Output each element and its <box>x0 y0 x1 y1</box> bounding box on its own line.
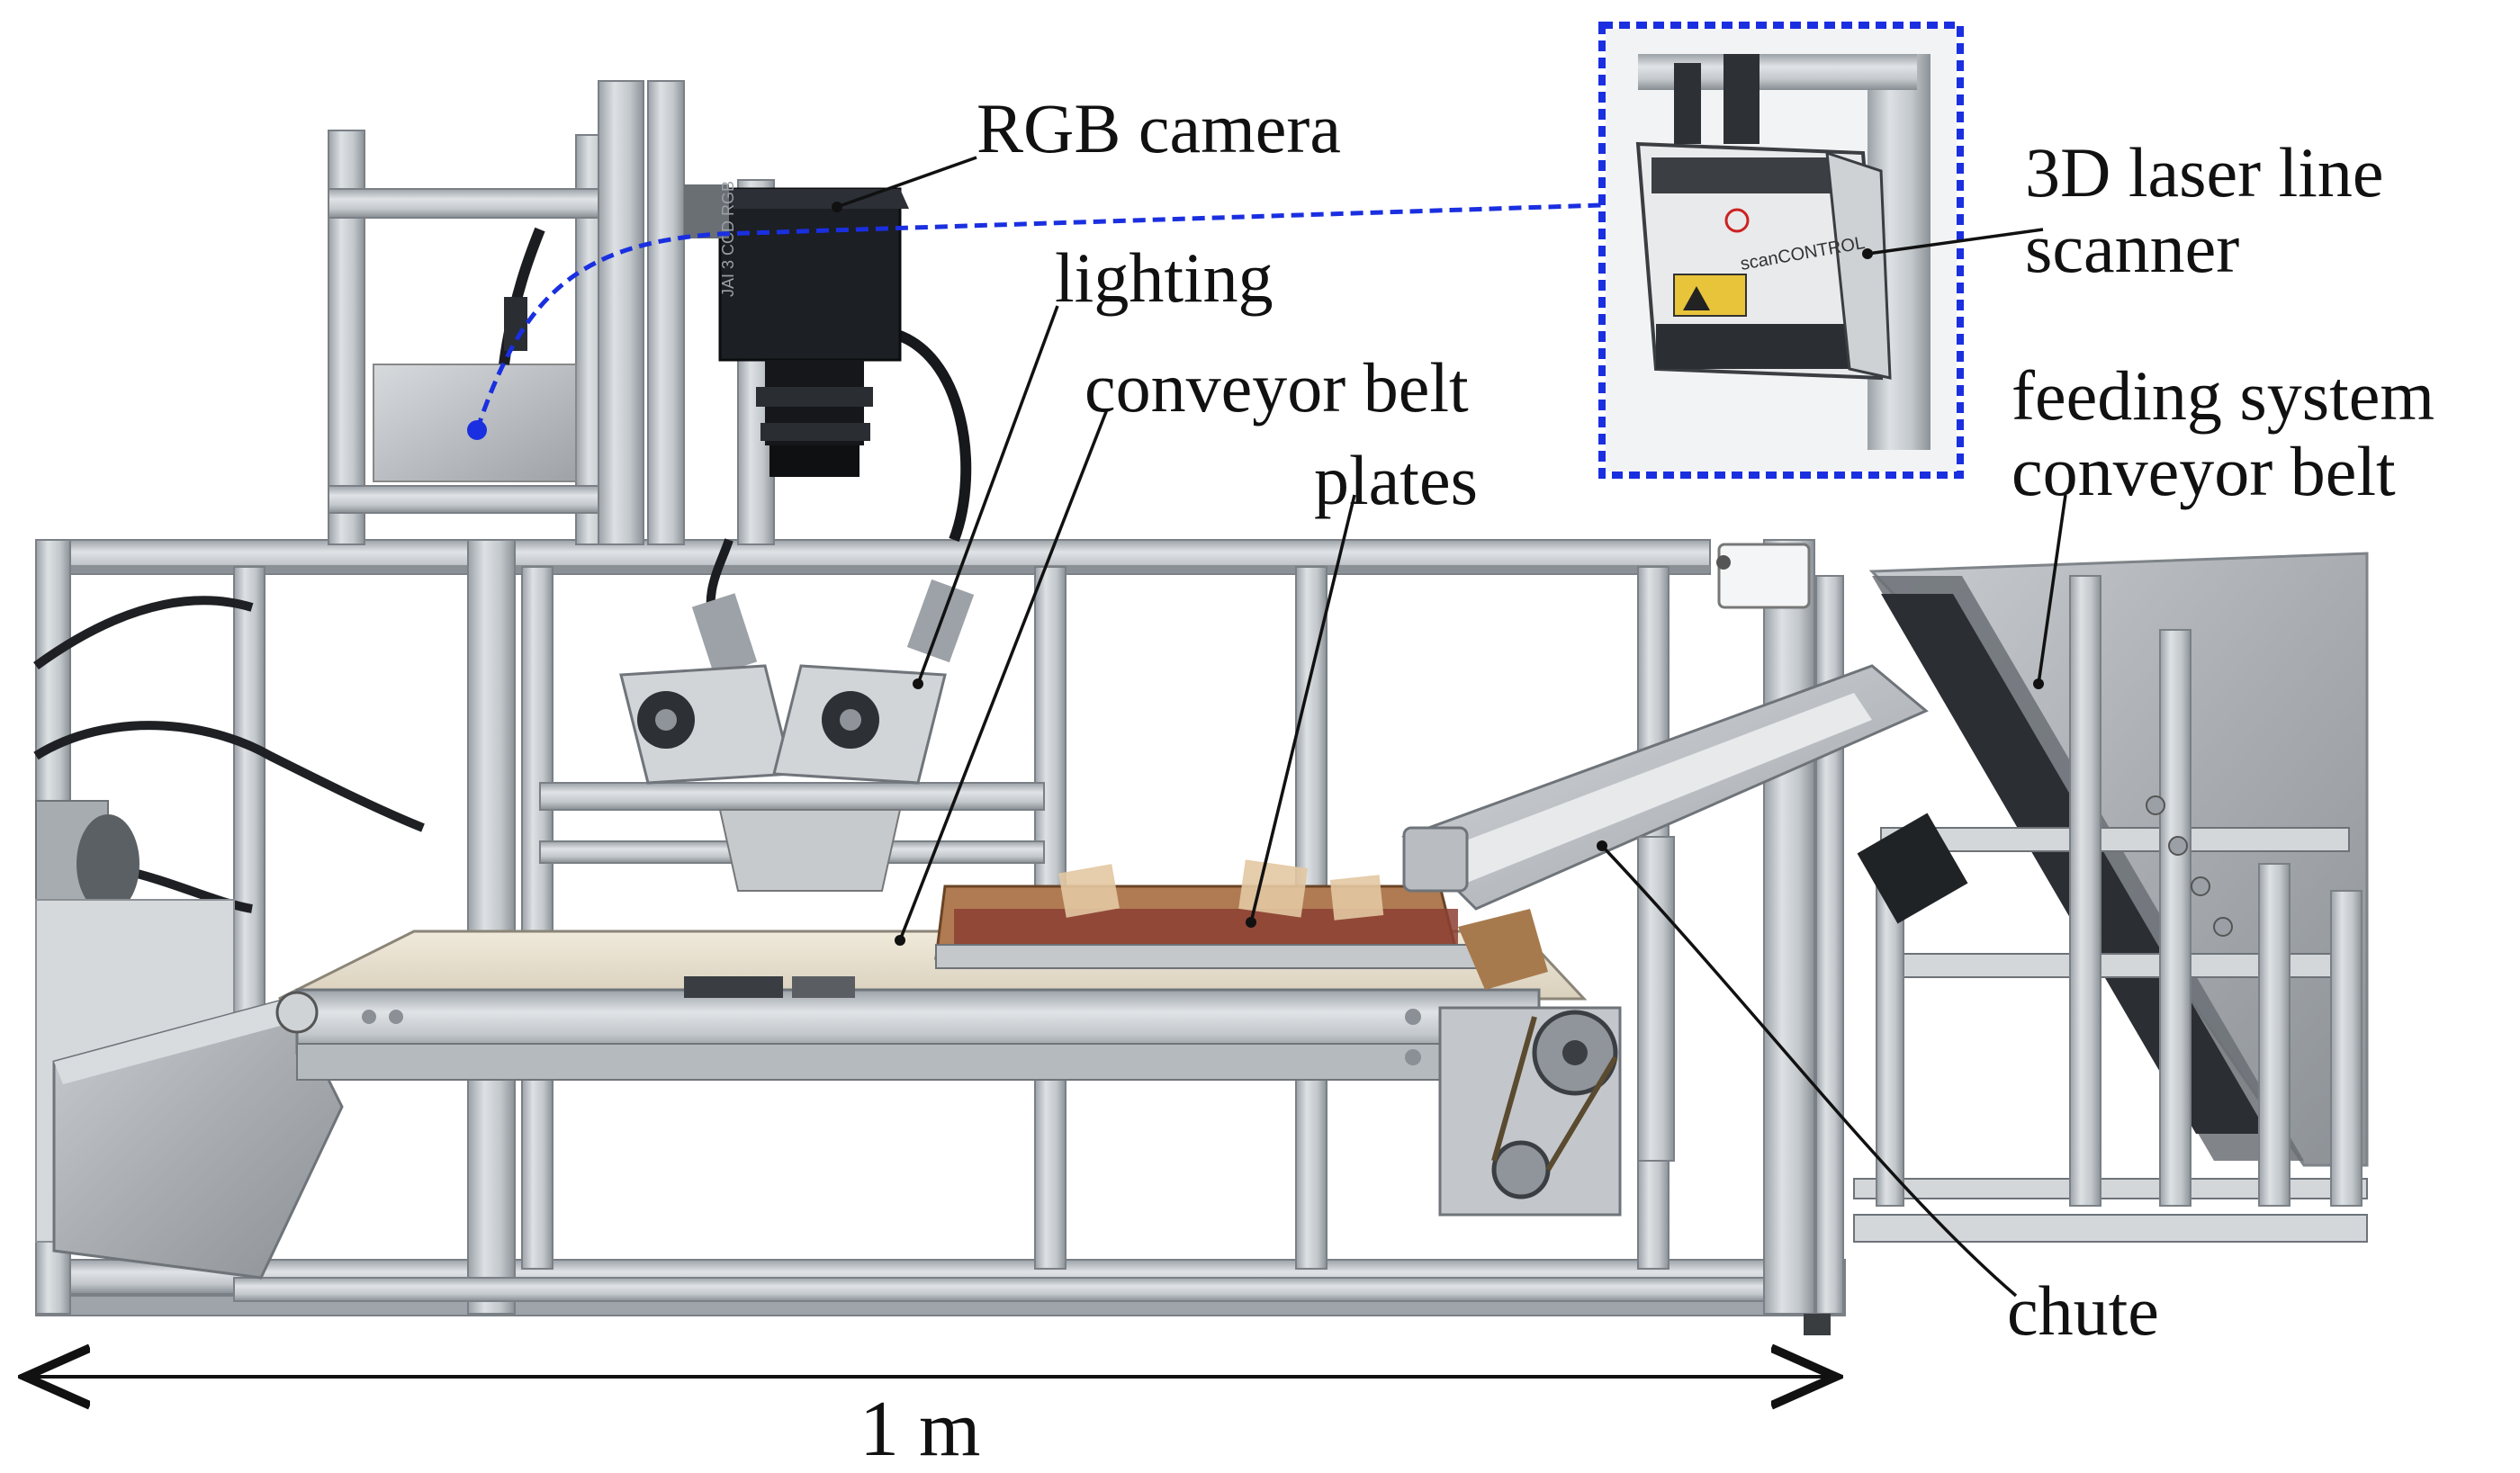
scanner-callout-connector <box>467 202 1603 440</box>
leader-feeding-system <box>2037 494 2067 685</box>
label-conveyor-belt: conveyor belt <box>1084 348 1469 427</box>
label-chute: chute <box>2007 1271 2159 1350</box>
left-side-equipment <box>33 596 425 1280</box>
scanner-inset: scanCONTROL <box>1598 22 1964 479</box>
label-plates: plates <box>1314 441 1478 519</box>
leader-chute <box>1600 844 2018 1298</box>
lighting-units <box>619 538 975 892</box>
label-feeding-system: feeding system conveyor belt <box>2012 356 2435 511</box>
label-laser-scanner-line2: scanner <box>2025 209 2240 288</box>
label-scale: 1 m <box>860 1386 981 1473</box>
label-rgb-camera: RGB camera <box>976 89 1342 167</box>
rgb-camera-device: JAI 3 CCD RGB <box>684 181 972 543</box>
feeding-system <box>1853 552 2369 1243</box>
scanner-location-marker <box>467 420 487 440</box>
leader-conveyor-belt <box>898 409 1109 941</box>
label-laser-scanner-line1: 3D laser line <box>2025 133 2384 211</box>
label-feeding-line1: feeding system <box>2012 356 2435 435</box>
scanner-inset-border <box>1598 22 1964 479</box>
leader-lines <box>832 156 2067 1298</box>
leader-lighting <box>916 305 1059 685</box>
label-laser-scanner: 3D laser line scanner <box>2025 133 2384 288</box>
leader-rgb-camera <box>836 156 977 209</box>
leader-laser-scanner <box>1867 228 2044 256</box>
camera-tower <box>328 80 775 545</box>
label-feeding-line2: conveyor belt <box>2012 432 2396 511</box>
leader-plates <box>1249 494 1356 923</box>
camera-badge-text: JAI 3 CCD RGB <box>719 181 737 297</box>
label-lighting: lighting <box>1055 238 1274 317</box>
